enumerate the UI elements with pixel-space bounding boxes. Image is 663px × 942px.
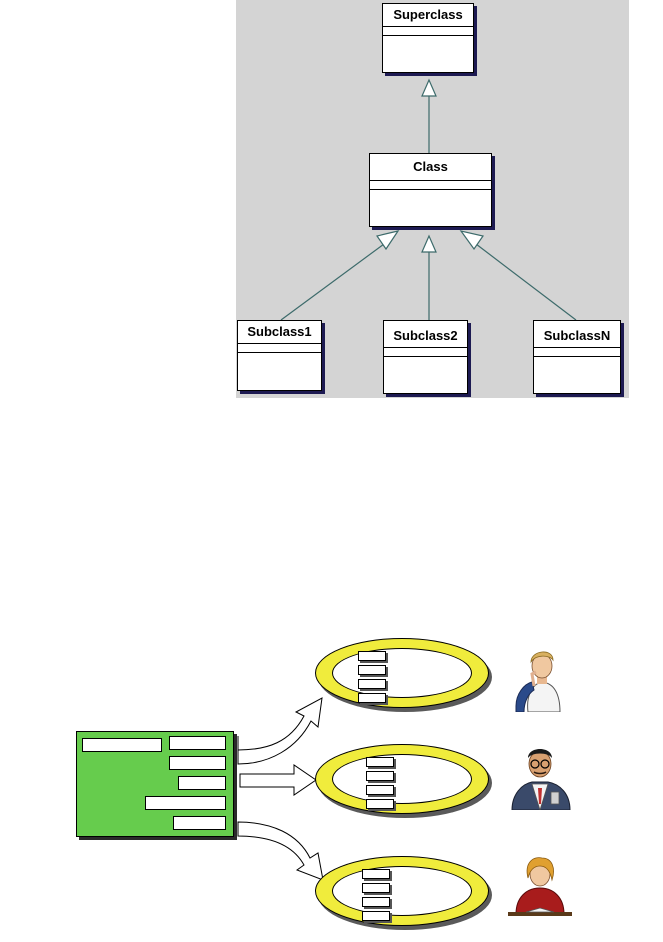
object-slot — [362, 883, 390, 893]
straight-arrow — [240, 765, 316, 795]
object-slot — [362, 911, 390, 921]
object-slot — [362, 897, 390, 907]
curved-arrow-down — [238, 822, 323, 880]
object-slot — [366, 785, 394, 795]
object-slot — [366, 757, 394, 767]
template-slot-6 — [173, 816, 226, 830]
object-slot — [358, 679, 386, 689]
curved-arrow-up — [238, 698, 322, 764]
woman-at-desk-icon — [504, 854, 576, 920]
object-instance-1-inner — [332, 648, 472, 698]
object-instance-3-inner — [332, 866, 472, 916]
object-instance-1 — [315, 638, 489, 708]
object-instance-2-inner — [332, 754, 472, 804]
object-instance-1-slots — [358, 647, 388, 699]
object-instance-3-slots — [362, 865, 392, 917]
class-template — [76, 731, 234, 837]
object-slot — [358, 651, 386, 661]
object-instance-3 — [315, 856, 489, 926]
template-slot-4 — [178, 776, 226, 790]
object-slot — [362, 869, 390, 879]
object-slot — [366, 799, 394, 809]
template-slot-3 — [169, 756, 226, 770]
object-slot — [358, 665, 386, 675]
man-with-jacket-icon — [506, 646, 578, 712]
template-slot-5 — [145, 796, 226, 810]
object-instance-2 — [315, 744, 489, 814]
template-slot-1 — [82, 738, 162, 752]
man-with-glasses-icon — [504, 744, 576, 810]
object-instance-2-slots — [366, 753, 396, 805]
template-slot-2 — [169, 736, 226, 750]
object-slot — [358, 693, 386, 703]
object-slot — [366, 771, 394, 781]
